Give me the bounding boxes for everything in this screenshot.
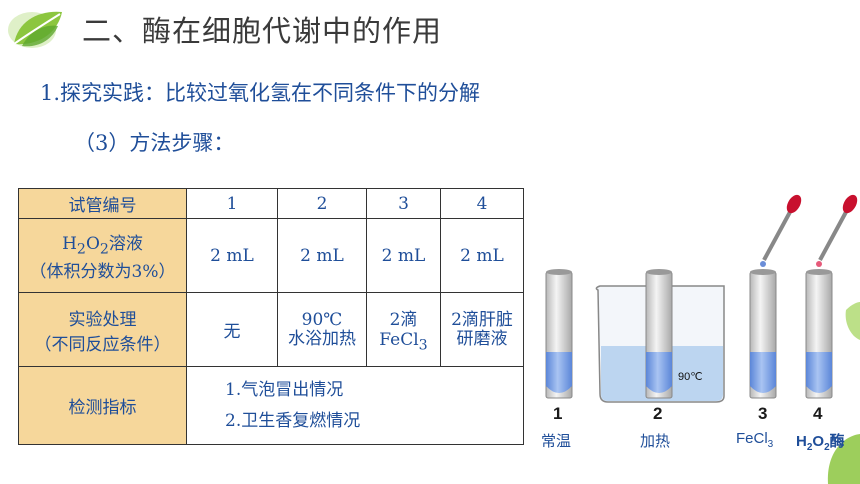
tube-number: 4	[813, 404, 823, 423]
table-row: H2O2溶液 （体积分数为3%） 2 mL 2 mL 2 mL 2 mL	[18, 218, 524, 293]
table-cell: 3	[366, 188, 441, 219]
cell-line: H2O2溶液	[62, 233, 143, 258]
table-cell: 无	[186, 292, 278, 367]
table-row: 实验处理 （不同反应条件） 无 90℃ 水浴加热 2滴 FeCl3 2滴肝脏 研…	[18, 292, 524, 367]
header-cell: H2O2溶液 （体积分数为3%）	[18, 218, 187, 293]
tube-caption: 加热	[640, 433, 671, 450]
section-subtitle: 1.探究实践：比较过氧化氢在不同条件下的分解	[40, 81, 481, 105]
tube-number: 3	[758, 404, 768, 423]
test-tube-1	[545, 269, 573, 399]
table-cell: 2 mL	[277, 218, 367, 293]
table-row: 检测指标 1.气泡冒出情况 2.卫生香复燃情况	[18, 366, 524, 445]
experiment-table: 试管编号 1 2 3 4 H2O2溶液 （体积分数为3%） 2 mL 2 mL …	[18, 188, 524, 445]
leaf-decoration-icon	[827, 302, 860, 484]
table-cell: 2	[277, 188, 367, 219]
header-cell: 实验处理 （不同反应条件）	[18, 292, 187, 367]
table-cell: 1	[186, 188, 278, 219]
header-cell: 试管编号	[18, 188, 187, 219]
leaf-logo-icon	[8, 11, 62, 48]
table-cell: 2 mL	[440, 218, 524, 293]
header-cell: 检测指标	[18, 366, 187, 445]
test-tube-3	[749, 269, 777, 399]
test-tube-4	[805, 269, 833, 399]
table-cell: 2滴肝脏 研磨液	[440, 292, 524, 367]
table-cell: 4	[440, 188, 524, 219]
dropper-3-icon	[760, 194, 802, 267]
table-cell: 2 mL	[366, 218, 441, 293]
beaker-temp-label: 90℃	[678, 371, 703, 383]
table-row: 试管编号 1 2 3 4	[18, 188, 524, 219]
cell-line: （体积分数为3%）	[29, 262, 176, 283]
dropper-4-icon	[816, 194, 858, 267]
table-cell: 2滴 FeCl3	[366, 292, 441, 367]
table-cell: 1.气泡冒出情况 2.卫生香复燃情况	[186, 366, 524, 445]
page-title: 二、酶在细胞代谢中的作用	[82, 14, 443, 48]
table-cell: 90℃ 水浴加热	[277, 292, 367, 367]
step-heading: （3）方法步骤：	[74, 131, 235, 155]
tube-caption: FeCl3	[736, 430, 774, 450]
table-cell: 2 mL	[186, 218, 278, 293]
tube-number: 1	[553, 404, 563, 423]
tube-number: 2	[653, 404, 663, 423]
tube-caption: H2O2酶	[796, 433, 845, 453]
test-tube-2	[645, 269, 673, 399]
tube-caption: 常温	[541, 433, 572, 450]
test-tube-illustration: 90℃	[545, 194, 860, 484]
